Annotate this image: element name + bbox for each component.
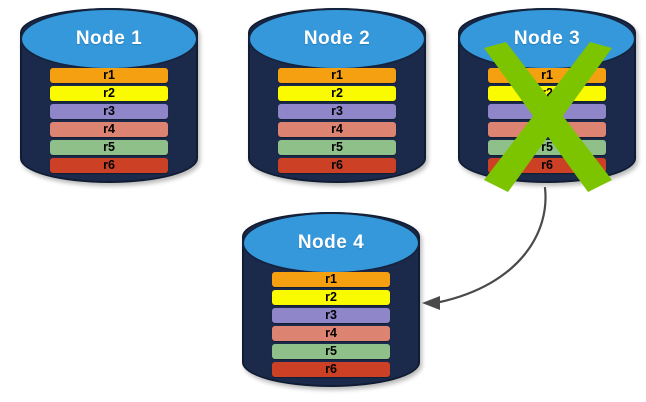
node-3[interactable]: Node 3 r1 r2 r3 r4 r5 r6 — [458, 8, 636, 183]
record-r2[interactable]: r2 — [488, 86, 606, 101]
node-2[interactable]: Node 2 r1 r2 r3 r4 r5 r6 — [248, 8, 426, 183]
record-r4[interactable]: r4 — [488, 122, 606, 137]
node-3-records: r1 r2 r3 r4 r5 r6 — [458, 68, 636, 176]
record-r2[interactable]: r2 — [272, 290, 390, 305]
record-r3[interactable]: r3 — [50, 104, 168, 119]
record-r4[interactable]: r4 — [272, 326, 390, 341]
node-4[interactable]: Node 4 r1 r2 r3 r4 r5 r6 — [242, 212, 420, 387]
record-r1[interactable]: r1 — [278, 68, 396, 83]
record-r1[interactable]: r1 — [488, 68, 606, 83]
node-3-label: Node 3 — [513, 28, 581, 49]
record-r6[interactable]: r6 — [488, 158, 606, 173]
node-1[interactable]: Node 1 r1 r2 r3 r4 r5 r6 — [20, 8, 198, 183]
node-4-cylinder-top: Node 4 — [242, 212, 420, 274]
node-4-label: Node 4 — [297, 232, 365, 253]
record-r2[interactable]: r2 — [278, 86, 396, 101]
node-2-records: r1 r2 r3 r4 r5 r6 — [248, 68, 426, 176]
node-2-cylinder-top: Node 2 — [248, 8, 426, 70]
node-2-label: Node 2 — [303, 28, 371, 49]
curved-arrow-icon — [422, 186, 547, 310]
record-r6[interactable]: r6 — [278, 158, 396, 173]
record-r4[interactable]: r4 — [50, 122, 168, 137]
record-r3[interactable]: r3 — [272, 308, 390, 323]
node-1-cylinder-top: Node 1 — [20, 8, 198, 70]
record-r1[interactable]: r1 — [50, 68, 168, 83]
record-r5[interactable]: r5 — [50, 140, 168, 155]
record-r3[interactable]: r3 — [488, 104, 606, 119]
record-r3[interactable]: r3 — [278, 104, 396, 119]
record-r1[interactable]: r1 — [272, 272, 390, 287]
record-r5[interactable]: r5 — [272, 344, 390, 359]
record-r5[interactable]: r5 — [278, 140, 396, 155]
record-r5[interactable]: r5 — [488, 140, 606, 155]
node-3-cylinder-top: Node 3 — [458, 8, 636, 70]
record-r6[interactable]: r6 — [50, 158, 168, 173]
node-1-records: r1 r2 r3 r4 r5 r6 — [20, 68, 198, 176]
node-4-records: r1 r2 r3 r4 r5 r6 — [242, 272, 420, 380]
record-r6[interactable]: r6 — [272, 362, 390, 377]
record-r2[interactable]: r2 — [50, 86, 168, 101]
node-1-label: Node 1 — [75, 28, 143, 49]
record-r4[interactable]: r4 — [278, 122, 396, 137]
